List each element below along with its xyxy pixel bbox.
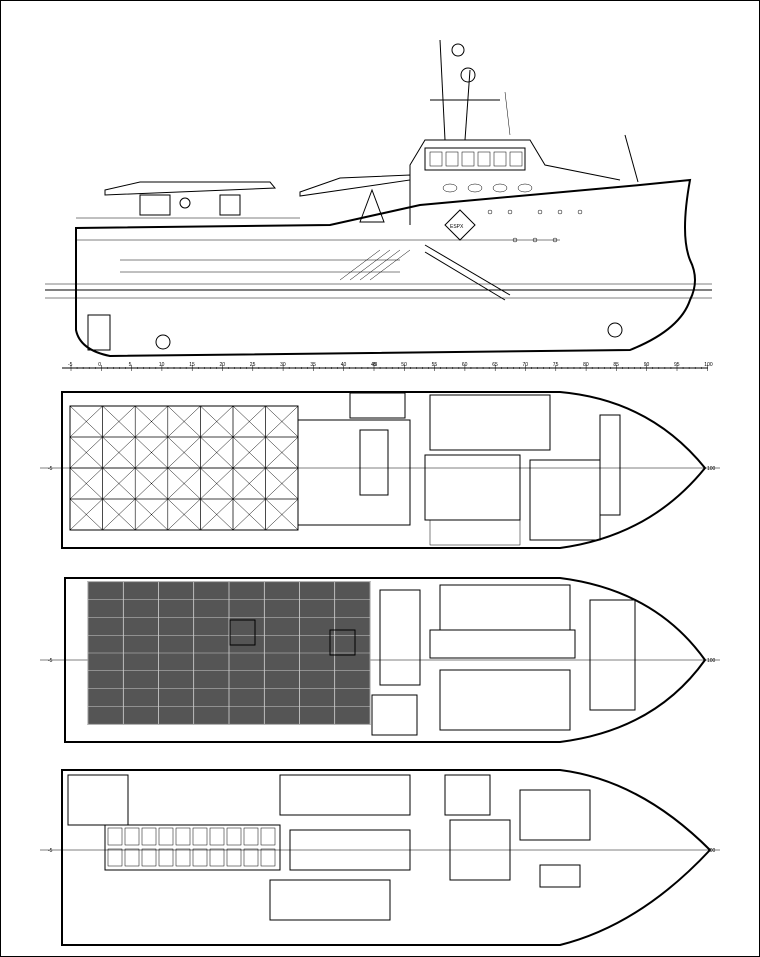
tank-top-plan: -5 100 (40, 769, 720, 946)
deck-store (297, 419, 411, 526)
ruler-label: 85 (613, 362, 619, 368)
tween-deck-plan: -5 100 (40, 577, 720, 743)
cl-label-aft: -5 (48, 848, 53, 854)
stores (449, 819, 511, 881)
tank-cell (192, 848, 208, 867)
wheelhouse-windows (429, 151, 523, 167)
wheelhouse (424, 147, 526, 171)
logo-text: ESPX (450, 224, 464, 230)
deck-crane-aft (104, 181, 277, 216)
deck-crane-fwd (299, 174, 411, 223)
tank-cell (243, 827, 259, 846)
ruler-label: 65 (492, 362, 498, 368)
fwd-cabins (589, 599, 636, 711)
ruler-label: 15 (189, 362, 195, 368)
ruler-label: 10 (159, 362, 165, 368)
ruler-label: 90 (644, 362, 650, 368)
workshop (279, 774, 411, 816)
cargo-hold-grid (87, 581, 371, 725)
tank-cell (107, 827, 123, 846)
mast (430, 39, 511, 141)
hatch (329, 629, 356, 656)
tank-cell (260, 827, 276, 846)
propeller (155, 334, 171, 350)
tank-cell (226, 848, 242, 867)
tank-cell (124, 827, 140, 846)
bow-store (599, 414, 621, 516)
section-mark: III (373, 362, 377, 368)
frame-ruler-ticks: -5 0 5 10 15 20 25 30 35 40 45 50 55 60 65 70 75 80 85 90 95… (68, 362, 713, 371)
tank-cell (158, 848, 174, 867)
ruler-label: 25 (250, 362, 256, 368)
fore-mast (624, 134, 639, 183)
logo: ESPX (444, 209, 476, 241)
tank-cell (192, 827, 208, 846)
generators (269, 879, 391, 921)
hatched-panel (339, 249, 411, 281)
cabins-stbd (439, 669, 571, 731)
ruler-label: 100 (704, 362, 713, 368)
ruler-label: 45 (371, 362, 377, 368)
tank-cell (141, 827, 157, 846)
tank-cell (226, 827, 242, 846)
main-engines (289, 829, 411, 871)
engine-cells (107, 827, 276, 867)
ruler-label: 70 (523, 362, 529, 368)
ruler-label: 50 (401, 362, 407, 368)
bow-thruster (607, 322, 623, 338)
ruler-label: -5 (68, 362, 73, 368)
pump-room (444, 774, 491, 816)
ruler-label: 20 (220, 362, 226, 368)
corridor (429, 629, 576, 659)
ruler-label: 40 (341, 362, 347, 368)
moonpool (359, 429, 389, 496)
portholes (442, 183, 583, 243)
ruler-label: 0 (98, 362, 101, 368)
hull-profile (75, 178, 696, 358)
hatch (229, 619, 256, 646)
rudder (87, 314, 111, 351)
engine-room-tanks (104, 824, 281, 871)
winch-room (371, 694, 418, 736)
cabins-port (429, 394, 551, 451)
cl-label-fwd: 100 (707, 848, 716, 854)
ruler-label: 95 (674, 362, 680, 368)
superstructure (409, 139, 621, 225)
tank-cell (209, 848, 225, 867)
tank-cell (260, 848, 276, 867)
ruler-label: 55 (432, 362, 438, 368)
ruler-label: 30 (280, 362, 286, 368)
aft-store (67, 774, 129, 826)
cargo-deck-grid (69, 405, 299, 531)
mess-room (424, 454, 521, 521)
tank-cell (175, 848, 191, 867)
tank-cell (141, 848, 157, 867)
ruler-label: 5 (129, 362, 132, 368)
cl-label-aft: -5 (48, 466, 53, 472)
cl-label-aft: -5 (48, 658, 53, 664)
stair-trunk (379, 589, 421, 686)
ruler-label: 75 (553, 362, 559, 368)
profile-view: ESPX III -5 0 5 10 15 20 25 30 35 40 45 50 55 60 65 70 7… (45, 39, 713, 371)
gangway (424, 244, 511, 301)
tank-cell (124, 848, 140, 867)
ruler-label: 35 (310, 362, 316, 368)
ruler-label: 80 (583, 362, 589, 368)
cl-label-fwd: 100 (707, 466, 716, 472)
cabins-port (439, 584, 571, 631)
cabins-lower (519, 789, 591, 841)
tank-cell (175, 827, 191, 846)
tank-cell (243, 848, 259, 867)
galley (529, 459, 601, 541)
tank-cell (158, 827, 174, 846)
tank-cell (209, 827, 225, 846)
tank-cell (107, 848, 123, 867)
rescue-boat (349, 392, 406, 419)
cl-label-fwd: 100 (707, 658, 716, 664)
main-deck-plan: -5 100 (40, 391, 720, 549)
seating (429, 519, 521, 546)
tank (539, 864, 581, 888)
ruler-label: 60 (462, 362, 468, 368)
